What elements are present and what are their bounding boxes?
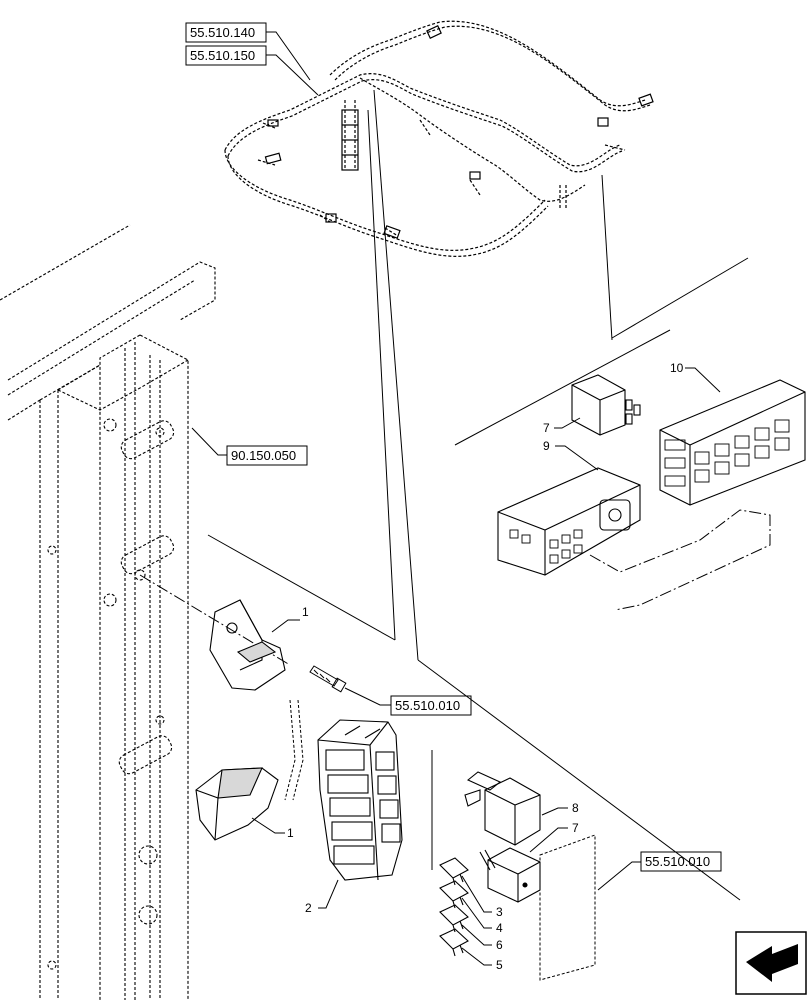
screw: [309, 665, 347, 693]
callout-relay-upper: 7: [543, 421, 550, 435]
roof-harness: [224, 20, 651, 257]
mini-fuses: [439, 857, 469, 957]
callout-bracket-upper: 1: [302, 605, 309, 619]
harness-leaders: [367, 89, 613, 661]
relay-small: [479, 847, 541, 903]
callout-fuse-c: 5: [496, 958, 503, 972]
pillar-brackets: [47, 418, 175, 970]
reference-labels: [185, 22, 722, 872]
callout-bracket-lower: 1: [287, 826, 294, 840]
ref-harness-1: 55.510.140: [190, 25, 255, 40]
callout-fuse-a: 3: [496, 905, 503, 919]
cable-dashed-2: [292, 699, 304, 801]
callout-fuse-box-upper: 10: [670, 361, 684, 375]
connector-block: [497, 467, 641, 576]
harness-connectors: [264, 25, 654, 239]
fuse-box-upper: [659, 379, 806, 506]
cab-pillar: [0, 224, 216, 1000]
reference-leaders: [191, 31, 641, 891]
relay-upper: [571, 374, 641, 436]
callout-relay-small: 7: [572, 821, 579, 835]
callout-leaders: [251, 367, 721, 966]
ref-frame: 90.150.050: [231, 448, 296, 463]
relay-cover-panel: [539, 834, 596, 981]
connector-route: [589, 509, 771, 611]
fuse-box-holder: [317, 719, 403, 881]
bracket-upper: [209, 599, 286, 691]
ref-harness-2: 55.510.150: [190, 48, 255, 63]
back-arrow-icon[interactable]: [735, 931, 807, 995]
callout-connector-block: 9: [543, 439, 550, 453]
bracket-lower: [195, 767, 279, 841]
ref-relay: 55.510.010: [645, 854, 710, 869]
separator-lines: [207, 257, 749, 901]
ref-fusebox: 55.510.010: [395, 698, 460, 713]
callout-fuse-box-holder: 2: [305, 901, 312, 915]
callout-fuse-d: 6: [496, 938, 503, 952]
relay-large: [464, 771, 541, 846]
callout-relay-large: 8: [572, 801, 579, 815]
cable-dashed: [284, 699, 296, 801]
callout-fuse-b: 4: [496, 921, 503, 935]
